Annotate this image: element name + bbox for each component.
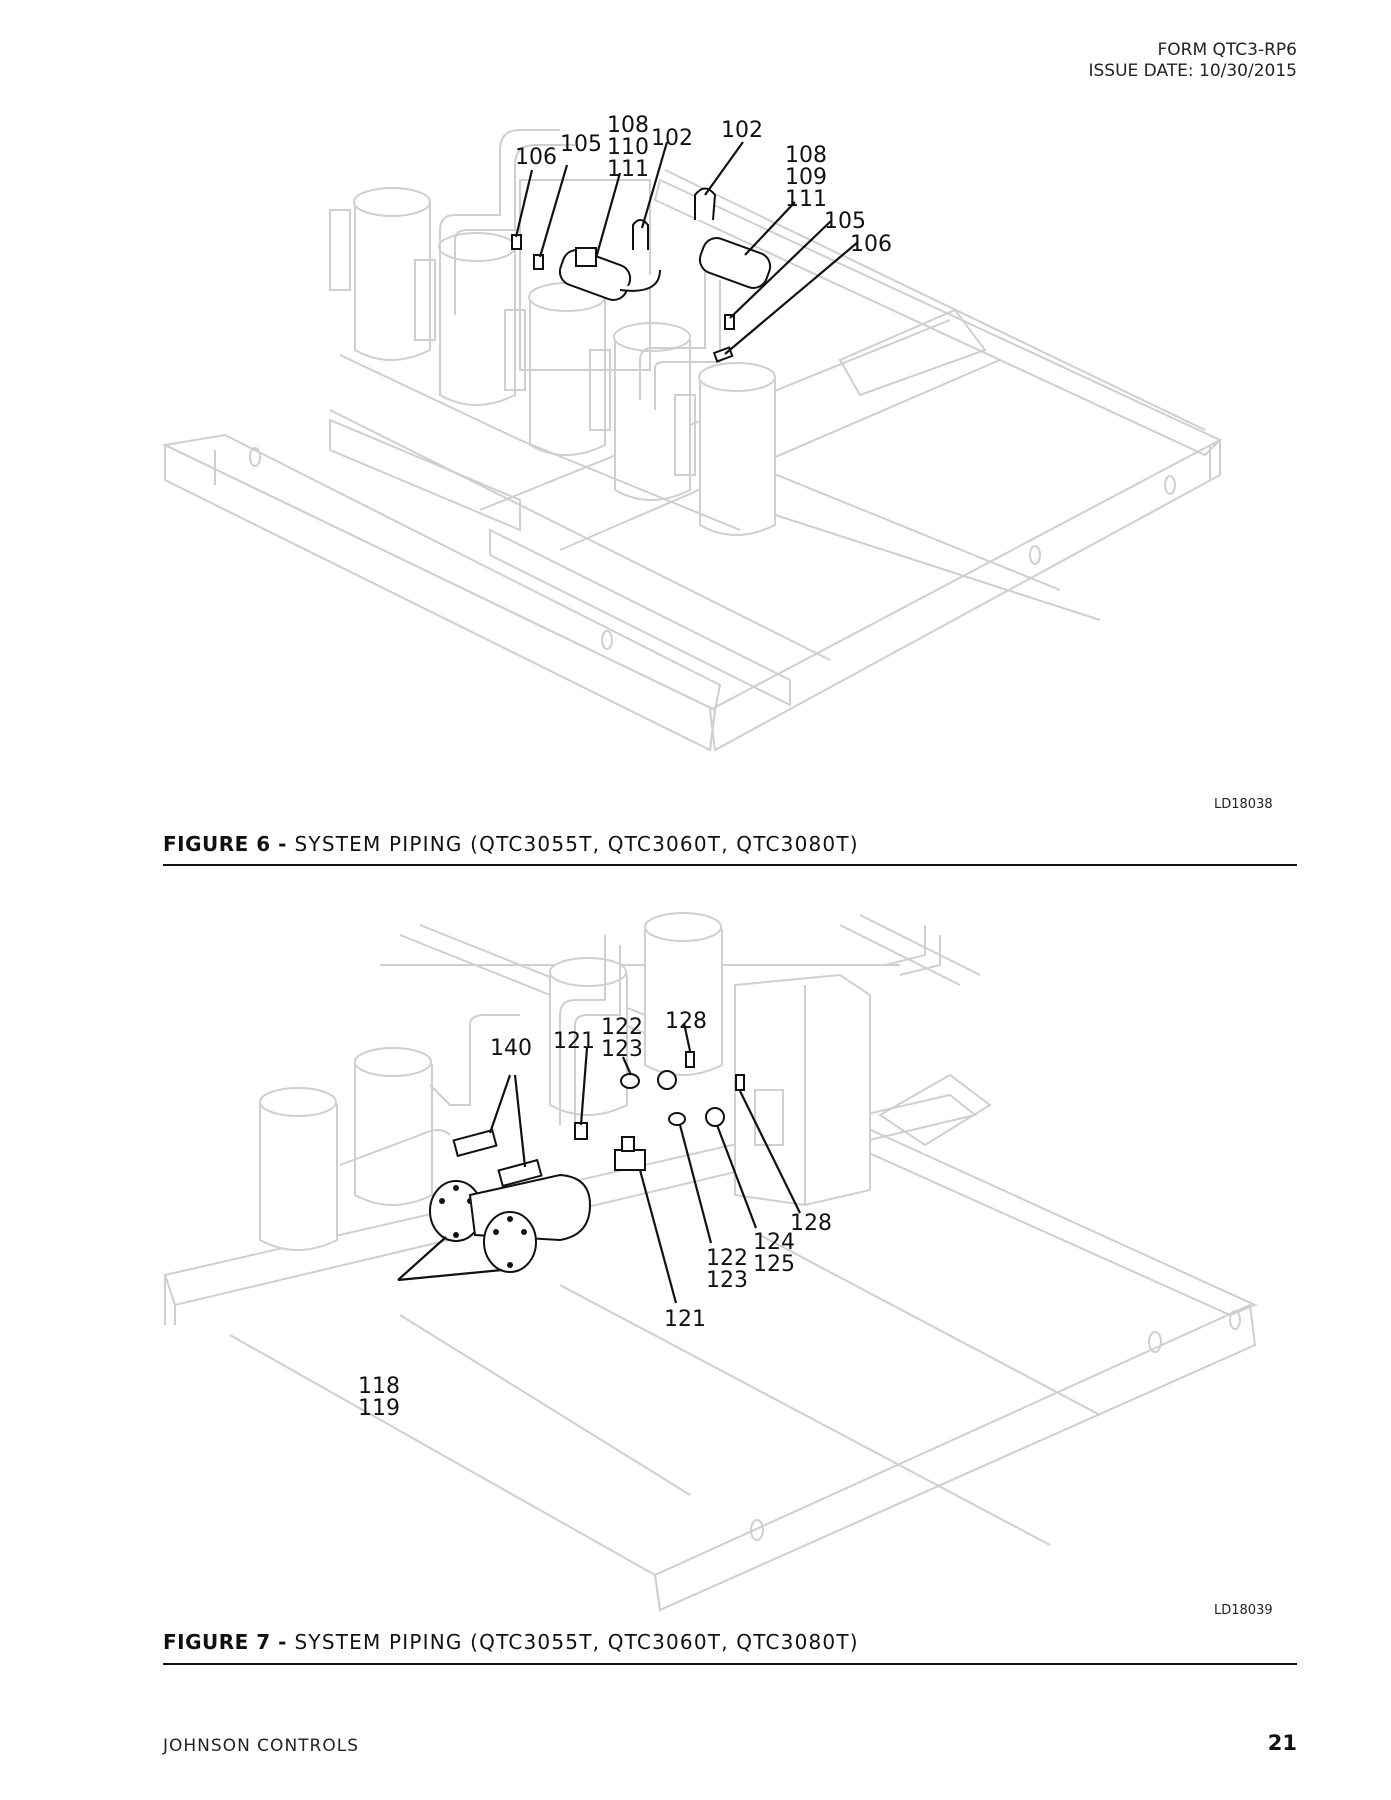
page-header: FORM QTC3-RP6 ISSUE DATE: 10/30/2015 bbox=[1088, 40, 1297, 82]
callout-105-b: 105 bbox=[824, 209, 866, 234]
callout-125: 125 bbox=[753, 1252, 795, 1277]
callout-121-b: 121 bbox=[664, 1307, 706, 1332]
callout-140: 140 bbox=[490, 1036, 532, 1061]
figure-7-label: FIGURE 7 - bbox=[163, 1630, 287, 1654]
callout-123: 123 bbox=[601, 1037, 643, 1062]
figure-6-illustration: 106 105 108 110 111 102 102 108 109 111 … bbox=[0, 110, 1391, 810]
figure-7-caption: FIGURE 7 - SYSTEM PIPING (QTC3055T, QTC3… bbox=[163, 1630, 859, 1654]
callout-119: 119 bbox=[358, 1396, 400, 1421]
figure-6-callouts: 106 105 108 110 111 102 102 108 109 111 … bbox=[515, 113, 892, 257]
callout-123-b: 123 bbox=[706, 1268, 748, 1293]
callout-106: 106 bbox=[515, 145, 557, 170]
figure-7-drawing-code: LD18039 bbox=[1214, 1603, 1273, 1618]
figure-6-caption: FIGURE 6 - SYSTEM PIPING (QTC3055T, QTC3… bbox=[163, 832, 859, 856]
figure-7-illustration: 128 122 123 121 140 128 124 125 122 123 … bbox=[0, 905, 1391, 1625]
figure-6-rule bbox=[163, 864, 1297, 866]
callout-106-b: 106 bbox=[850, 232, 892, 257]
callout-128-b: 128 bbox=[790, 1211, 832, 1236]
figure-6-compressors bbox=[329, 129, 776, 536]
callout-108: 108 bbox=[607, 113, 649, 138]
callout-121: 121 bbox=[553, 1029, 595, 1054]
figure-7-rule bbox=[163, 1663, 1297, 1665]
callout-102-b: 102 bbox=[721, 118, 763, 143]
figure-6-frame bbox=[161, 169, 1222, 752]
figure-6-title: SYSTEM PIPING (QTC3055T, QTC3060T, QTC30… bbox=[294, 832, 859, 856]
figure-6-label: FIGURE 6 - bbox=[163, 832, 287, 856]
figure-6-leaders bbox=[514, 141, 859, 355]
callout-105: 105 bbox=[560, 132, 602, 157]
figure-7-title: SYSTEM PIPING (QTC3055T, QTC3060T, QTC30… bbox=[294, 1630, 859, 1654]
callout-124: 124 bbox=[753, 1230, 795, 1255]
callout-122: 122 bbox=[601, 1015, 643, 1040]
figure-6-drawing-code: LD18038 bbox=[1214, 797, 1273, 812]
callout-111: 111 bbox=[607, 157, 649, 182]
figure-7-leaders bbox=[397, 1022, 801, 1304]
callout-118: 118 bbox=[358, 1374, 400, 1399]
page-number: 21 bbox=[1267, 1731, 1297, 1755]
figure-7-parts bbox=[429, 1051, 745, 1273]
callout-109: 109 bbox=[785, 165, 827, 190]
form-number: FORM QTC3-RP6 bbox=[1157, 40, 1297, 60]
footer-company: JOHNSON CONTROLS bbox=[163, 1736, 359, 1756]
issue-date: ISSUE DATE: 10/30/2015 bbox=[1088, 61, 1297, 81]
figure-7-callouts: 128 122 123 121 140 128 124 125 122 123 … bbox=[358, 1009, 832, 1421]
callout-122-b: 122 bbox=[706, 1246, 748, 1271]
callout-111-b: 111 bbox=[785, 187, 827, 212]
figure-7-compressors bbox=[259, 912, 941, 1251]
callout-108-b: 108 bbox=[785, 143, 827, 168]
callout-110: 110 bbox=[607, 135, 649, 160]
callout-102: 102 bbox=[651, 126, 693, 151]
callout-128: 128 bbox=[665, 1009, 707, 1034]
figure-6-parts bbox=[511, 187, 772, 363]
